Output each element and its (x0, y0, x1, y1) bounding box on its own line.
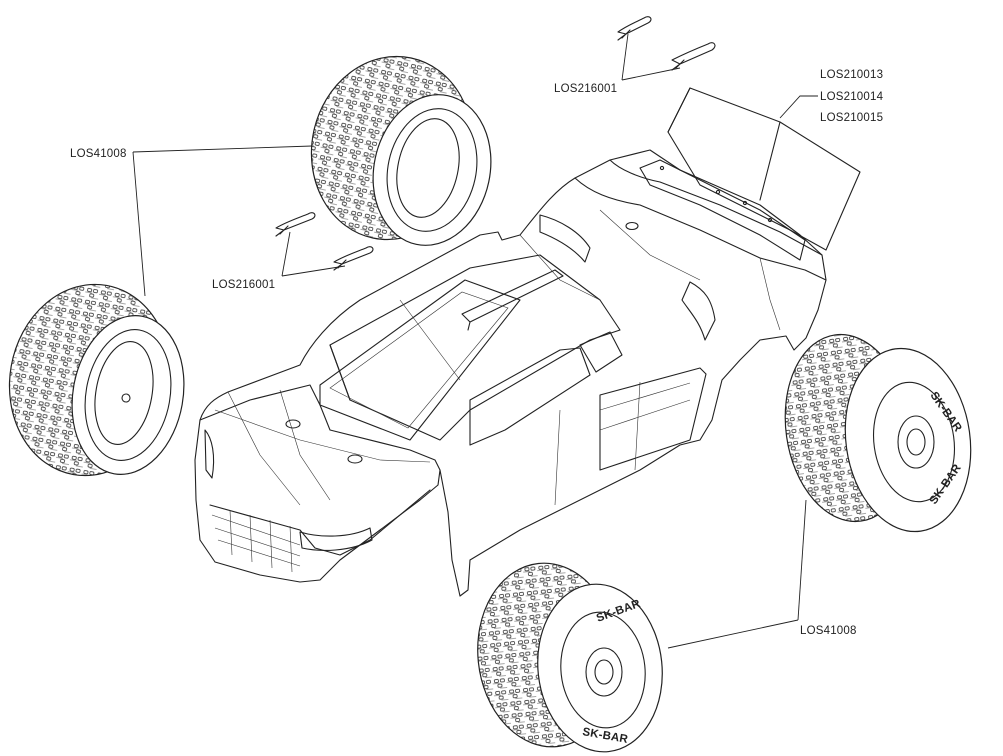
callout-tire-top-left: LOS41008 (70, 148, 127, 160)
callout-clips-left: LOS216001 (212, 279, 275, 291)
rear-wing (639, 87, 861, 261)
tire-right: SK-BAR SK-BAR (784, 333, 972, 533)
tire-left (8, 283, 185, 477)
callout-clips-top: LOS216001 (554, 83, 617, 95)
body-clip-top-2 (671, 42, 716, 71)
tire-bottom: SK-BAR SK-BAR (477, 562, 663, 753)
body-clip-left-1 (275, 212, 316, 237)
body-clip-top-1 (617, 16, 652, 41)
leader-lines (132, 33, 818, 649)
callout-wing-line-3: LOS210015 (820, 112, 883, 124)
callout-wing-line-1: LOS210013 (820, 69, 883, 81)
truck-body-shell (194, 149, 827, 597)
callout-wing-line-2: LOS210014 (820, 91, 884, 103)
callout-tires-right: LOS41008 (800, 625, 857, 637)
tire-top-left (310, 55, 492, 246)
